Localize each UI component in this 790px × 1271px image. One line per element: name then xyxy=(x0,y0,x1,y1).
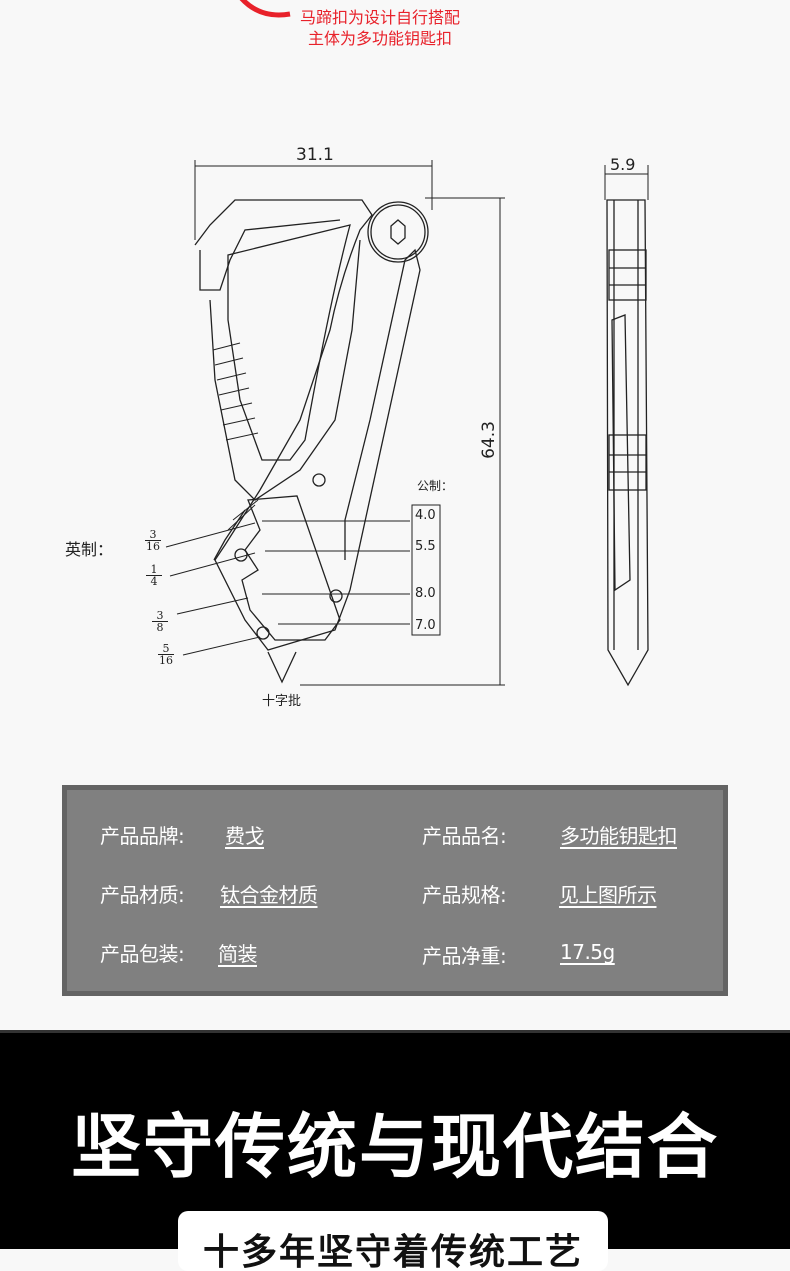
metric-value: 8.0 xyxy=(415,586,436,601)
leader-lines xyxy=(165,520,410,656)
annotation-line-1: 马蹄扣为设计自行搭配 xyxy=(299,8,460,27)
spec-label: 产品品牌: xyxy=(100,824,185,848)
spec-label: 产品包装: xyxy=(100,942,185,966)
dimension-lines xyxy=(194,160,649,686)
annotation-line-2: 主体为多功能钥匙扣 xyxy=(307,29,452,48)
spec-label: 产品净重: xyxy=(422,944,507,968)
spec-value: 简装 xyxy=(218,942,258,966)
thickness-dimension: 5.9 xyxy=(610,155,636,174)
banner-subheadline: 十多年坚守着传统工艺 xyxy=(178,1211,608,1271)
banner-headline: 坚守传统与现代结合 xyxy=(71,1105,719,1188)
technical-drawing xyxy=(165,0,649,687)
red-callout-arc xyxy=(239,0,291,18)
spec-value: 17.5g xyxy=(560,940,615,964)
carabiner-front-view xyxy=(194,199,429,684)
screwdriver-label: 十字批 xyxy=(262,694,302,709)
spec-label: 产品品名: xyxy=(422,824,507,848)
spec-label: 产品规格: xyxy=(422,883,507,907)
metric-value: 4.0 xyxy=(415,508,436,523)
spec-table: 产品品牌: 费戈 产品品名: 多功能钥匙扣 产品材质: 钛合金材质 产品规格: … xyxy=(62,785,728,996)
carabiner-side-view xyxy=(606,199,649,687)
spec-value: 费戈 xyxy=(225,824,265,848)
metric-label: 公制： xyxy=(417,479,454,493)
banner-section: 坚守传统与现代结合 十多年坚守着传统工艺 xyxy=(0,1030,790,1271)
spec-value: 见上图所示 xyxy=(559,883,657,907)
imperial-label: 英制： xyxy=(65,540,114,559)
spec-label: 产品材质: xyxy=(100,883,185,907)
metric-box xyxy=(411,504,441,636)
width-dimension: 31.1 xyxy=(296,145,334,165)
height-dimension: 64.3 xyxy=(478,421,499,459)
metric-value: 7.0 xyxy=(415,618,436,633)
spec-value: 多功能钥匙扣 xyxy=(560,824,678,848)
spec-value: 钛合金材质 xyxy=(220,883,318,907)
design-annotation: 马蹄扣为设计自行搭配 主体为多功能钥匙扣 xyxy=(285,7,475,49)
metric-value: 5.5 xyxy=(415,539,436,554)
